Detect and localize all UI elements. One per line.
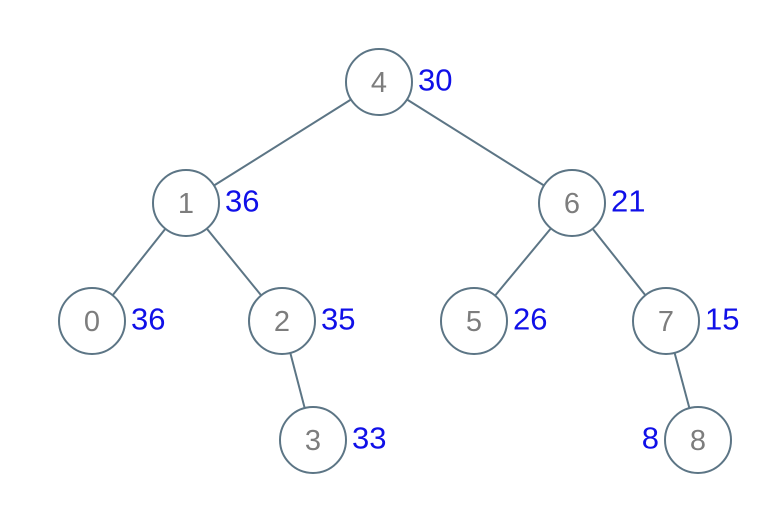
node-circle [538, 169, 606, 237]
edges-layer [111, 98, 691, 409]
node-circle [632, 287, 700, 355]
tree-node-6: 6 21 [538, 169, 645, 237]
node-value-label: 33 [352, 421, 386, 456]
tree-edge-1-2 [206, 227, 262, 297]
tree-edge-6-5 [494, 227, 552, 297]
tree-node-7: 7 15 [632, 287, 739, 355]
tree-edge-4-6 [406, 98, 545, 187]
node-value-label: 36 [131, 302, 165, 337]
node-circle [248, 287, 316, 355]
node-id-label: 8 [690, 425, 706, 457]
node-id-label: 7 [658, 306, 674, 338]
node-circle [279, 406, 347, 474]
tree-edge-7-8 [673, 352, 691, 409]
node-id-label: 4 [371, 67, 387, 99]
node-circle [152, 169, 220, 237]
node-value-label: 8 [642, 421, 659, 456]
node-id-label: 5 [466, 306, 482, 338]
node-value-label: 26 [513, 302, 547, 337]
node-value-label: 30 [418, 63, 452, 98]
node-value-label: 35 [321, 302, 355, 337]
node-circle [440, 287, 508, 355]
node-id-label: 3 [305, 425, 321, 457]
tree-edge-4-1 [213, 98, 352, 187]
node-id-label: 0 [84, 306, 100, 338]
node-value-label: 15 [705, 302, 739, 337]
tree-node-0: 0 36 [58, 287, 165, 355]
tree-edge-1-0 [111, 228, 167, 296]
node-id-label: 1 [178, 188, 194, 220]
node-id-label: 2 [274, 306, 290, 338]
tree-edge-6-7 [591, 228, 647, 296]
tree-node-8: 88 [642, 406, 732, 474]
node-circle [664, 406, 732, 474]
tree-node-1: 1 36 [152, 169, 259, 237]
node-value-label: 36 [225, 184, 259, 219]
tree-node-2: 2 35 [248, 287, 355, 355]
node-id-label: 6 [564, 188, 580, 220]
tree-edge-2-3 [289, 352, 306, 409]
tree-node-4: 4 30 [345, 48, 452, 116]
node-circle [345, 48, 413, 116]
node-circle [58, 287, 126, 355]
tree-node-5: 5 26 [440, 287, 547, 355]
node-value-label: 21 [611, 184, 645, 219]
